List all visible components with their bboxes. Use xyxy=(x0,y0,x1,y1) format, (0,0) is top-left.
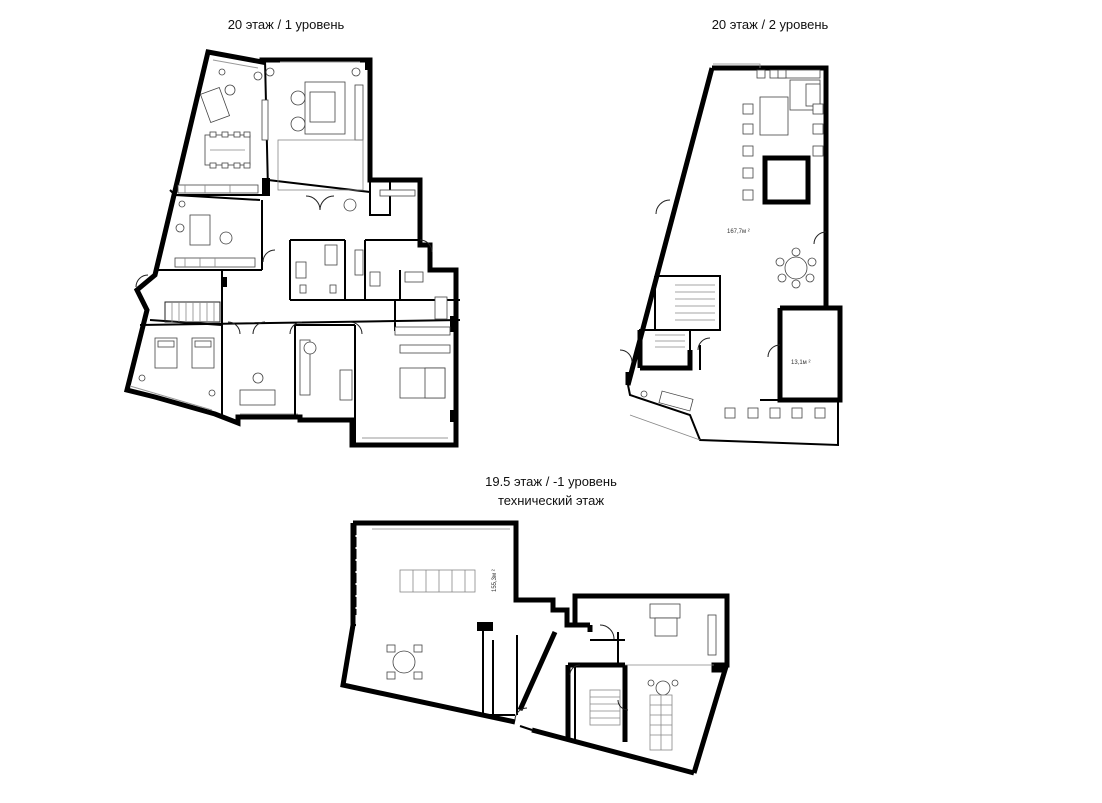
plan-title-level-1: 20 этаж / 1 уровень xyxy=(227,17,345,32)
plan-title-level-minus-1: 19.5 этаж / -1 уровень технический этаж xyxy=(420,472,682,510)
plan-title-level-2: 20 этаж / 2 уровень xyxy=(711,17,829,32)
floor-plan-level-1 xyxy=(123,49,461,448)
area-label-tech-floor: 155,3м ² xyxy=(492,569,498,592)
plan-title-level-minus-1-line2: технический этаж xyxy=(497,493,605,508)
area-label-small-room: 13,1м ² xyxy=(791,360,810,366)
plan-title-level-minus-1-line1: 19.5 этаж / -1 уровень xyxy=(485,474,617,489)
floor-plan-level-minus-1: 155,3м ² xyxy=(340,520,730,776)
floor-plan-level-2: 167,7м ² 13,1м ² xyxy=(619,63,843,447)
area-label-main-hall: 167,7м ² xyxy=(727,229,750,235)
